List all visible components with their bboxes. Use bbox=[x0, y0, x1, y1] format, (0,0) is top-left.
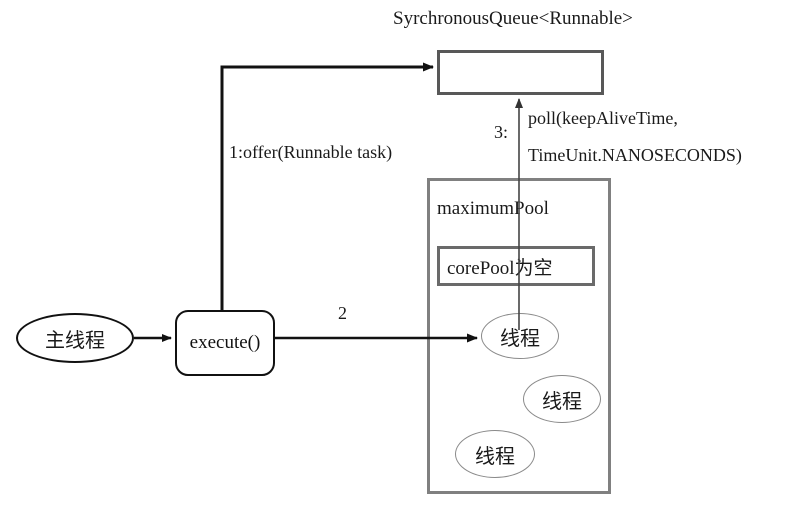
thread-a-label: 线程 bbox=[500, 327, 540, 350]
thread-node-b: 线程 bbox=[523, 375, 601, 423]
offer-edge-label: 1:offer(Runnable task) bbox=[229, 142, 393, 162]
thread-node-a: 线程 bbox=[481, 313, 559, 359]
edge-execute-to-queue-offer bbox=[220, 62, 434, 310]
execute-label: execute() bbox=[189, 332, 261, 353]
synchronous-queue-box bbox=[437, 50, 604, 95]
poll-edge-label-line1: poll(keepAliveTime, bbox=[528, 108, 678, 128]
thread-b-label: 线程 bbox=[542, 390, 582, 413]
core-pool-label: corePool为空 bbox=[447, 257, 553, 279]
poll-edge-index: 3: bbox=[494, 122, 509, 142]
main-thread-node: 主线程 bbox=[16, 313, 134, 363]
thread-c-label: 线程 bbox=[475, 445, 515, 468]
poll-edge-label-line2: TimeUnit.NANOSECONDS) bbox=[528, 145, 742, 165]
thread-node-c: 线程 bbox=[455, 430, 535, 478]
queue-title: SyrchronousQueue<Runnable> bbox=[393, 8, 633, 29]
execute-node: execute() bbox=[175, 310, 275, 376]
execute-to-thread-edge-label: 2 bbox=[338, 303, 347, 323]
maximum-pool-label: maximumPool bbox=[437, 198, 549, 219]
core-pool-box: corePool为空 bbox=[437, 246, 595, 286]
main-thread-label: 主线程 bbox=[45, 329, 105, 352]
